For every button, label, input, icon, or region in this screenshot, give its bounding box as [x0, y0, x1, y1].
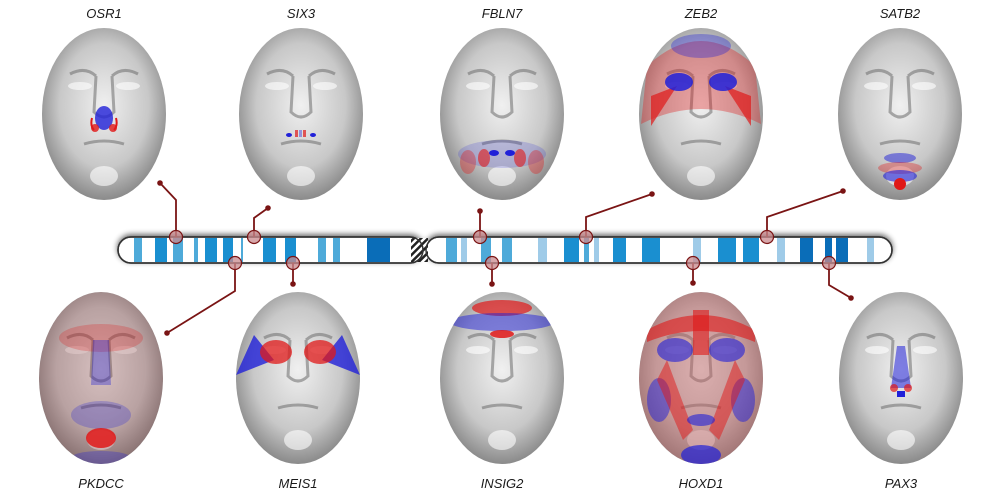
face-heatmap-hoxd1 — [637, 290, 765, 466]
leader-endpoint-dot — [489, 281, 495, 287]
chromosome-band — [584, 238, 589, 262]
chromosome-band — [867, 238, 874, 262]
locus-marker-meis1 — [285, 255, 301, 271]
chromosome-band — [241, 238, 243, 262]
chromosome-band — [777, 238, 785, 262]
leader-line-satb2 — [766, 190, 844, 237]
face-heatmap-six3 — [237, 26, 365, 202]
gene-label-six3: SIX3 — [286, 6, 316, 21]
locus-marker-pkdcc — [227, 255, 243, 271]
chromosome-band — [613, 238, 626, 262]
leader-line-pax3 — [828, 263, 852, 299]
gene-label-hoxd1: HOXD1 — [678, 476, 724, 491]
leader-line-pkdcc — [166, 263, 236, 334]
chromosome-band — [836, 238, 848, 262]
chromosome-band — [642, 238, 660, 262]
chromosome-band — [446, 238, 457, 262]
chromosome-band — [502, 238, 512, 262]
leader-endpoint-dot — [840, 188, 846, 194]
chromosome-band — [263, 238, 276, 262]
chromosome-band — [194, 238, 198, 262]
chromosome-band — [800, 238, 813, 262]
right-arm-bands — [446, 238, 874, 262]
chromosome-band — [481, 238, 491, 262]
leader-endpoint-dot — [690, 280, 696, 286]
locus-marker-osr1 — [168, 229, 184, 245]
gene-label-insig2: INSIG2 — [480, 476, 524, 491]
locus-marker-six3 — [246, 229, 262, 245]
chromosome-band — [367, 238, 390, 262]
face-heatmap-fbln7 — [438, 26, 566, 202]
chromosome-band — [173, 238, 183, 262]
leader-endpoint-dot — [290, 281, 296, 287]
locus-marker-pax3 — [821, 255, 837, 271]
face-heatmap-pkdcc — [37, 290, 165, 466]
gene-label-pkdcc: PKDCC — [78, 476, 124, 491]
face-heatmap-satb2 — [836, 26, 964, 202]
leader-endpoint-dot — [265, 205, 271, 211]
locus-marker-hoxd1 — [685, 255, 701, 271]
gene-label-pax3: PAX3 — [884, 476, 918, 491]
gene-label-fbln7: FBLN7 — [481, 6, 523, 21]
gene-label-osr1: OSR1 — [86, 6, 122, 21]
leader-line-osr1 — [159, 182, 177, 237]
chromosome-band — [718, 238, 736, 262]
chromosome-band — [564, 238, 579, 262]
chromosome-band — [318, 238, 326, 262]
face-heatmap-pax3 — [837, 290, 965, 466]
chromosome-band — [538, 238, 547, 262]
chromosome-band — [461, 238, 467, 262]
locus-marker-insig2 — [484, 255, 500, 271]
face-heatmap-osr1 — [40, 26, 168, 202]
face-heatmap-insig2 — [438, 290, 566, 466]
chromosome-band — [594, 238, 599, 262]
chromosome-band — [693, 238, 701, 262]
face-heatmap-meis1 — [234, 290, 362, 466]
leader-endpoint-dot — [649, 191, 655, 197]
leader-endpoint-dot — [848, 295, 854, 301]
chromosome-band — [333, 238, 340, 262]
chromosome-band — [825, 238, 832, 262]
chromosome-band — [134, 238, 142, 262]
gene-label-satb2: SATB2 — [879, 6, 921, 21]
centromere — [411, 238, 428, 262]
chromosome-band — [285, 238, 296, 262]
leader-endpoint-dot — [477, 208, 483, 214]
locus-marker-satb2 — [759, 229, 775, 245]
leader-endpoint-dot — [164, 330, 170, 336]
gene-leader-lines — [157, 180, 854, 336]
gene-label-zeb2: ZEB2 — [684, 6, 718, 21]
chromosome-band — [743, 238, 759, 262]
chromosome-band — [155, 238, 167, 262]
chromosome-band — [223, 238, 233, 262]
face-heatmap-zeb2 — [637, 26, 765, 202]
locus-marker-fbln7 — [472, 229, 488, 245]
leader-endpoint-dot — [157, 180, 163, 186]
gene-label-meis1: MEIS1 — [278, 476, 318, 491]
chromosome-band — [205, 238, 217, 262]
left-arm-bands — [134, 238, 390, 262]
locus-marker-zeb2 — [578, 229, 594, 245]
